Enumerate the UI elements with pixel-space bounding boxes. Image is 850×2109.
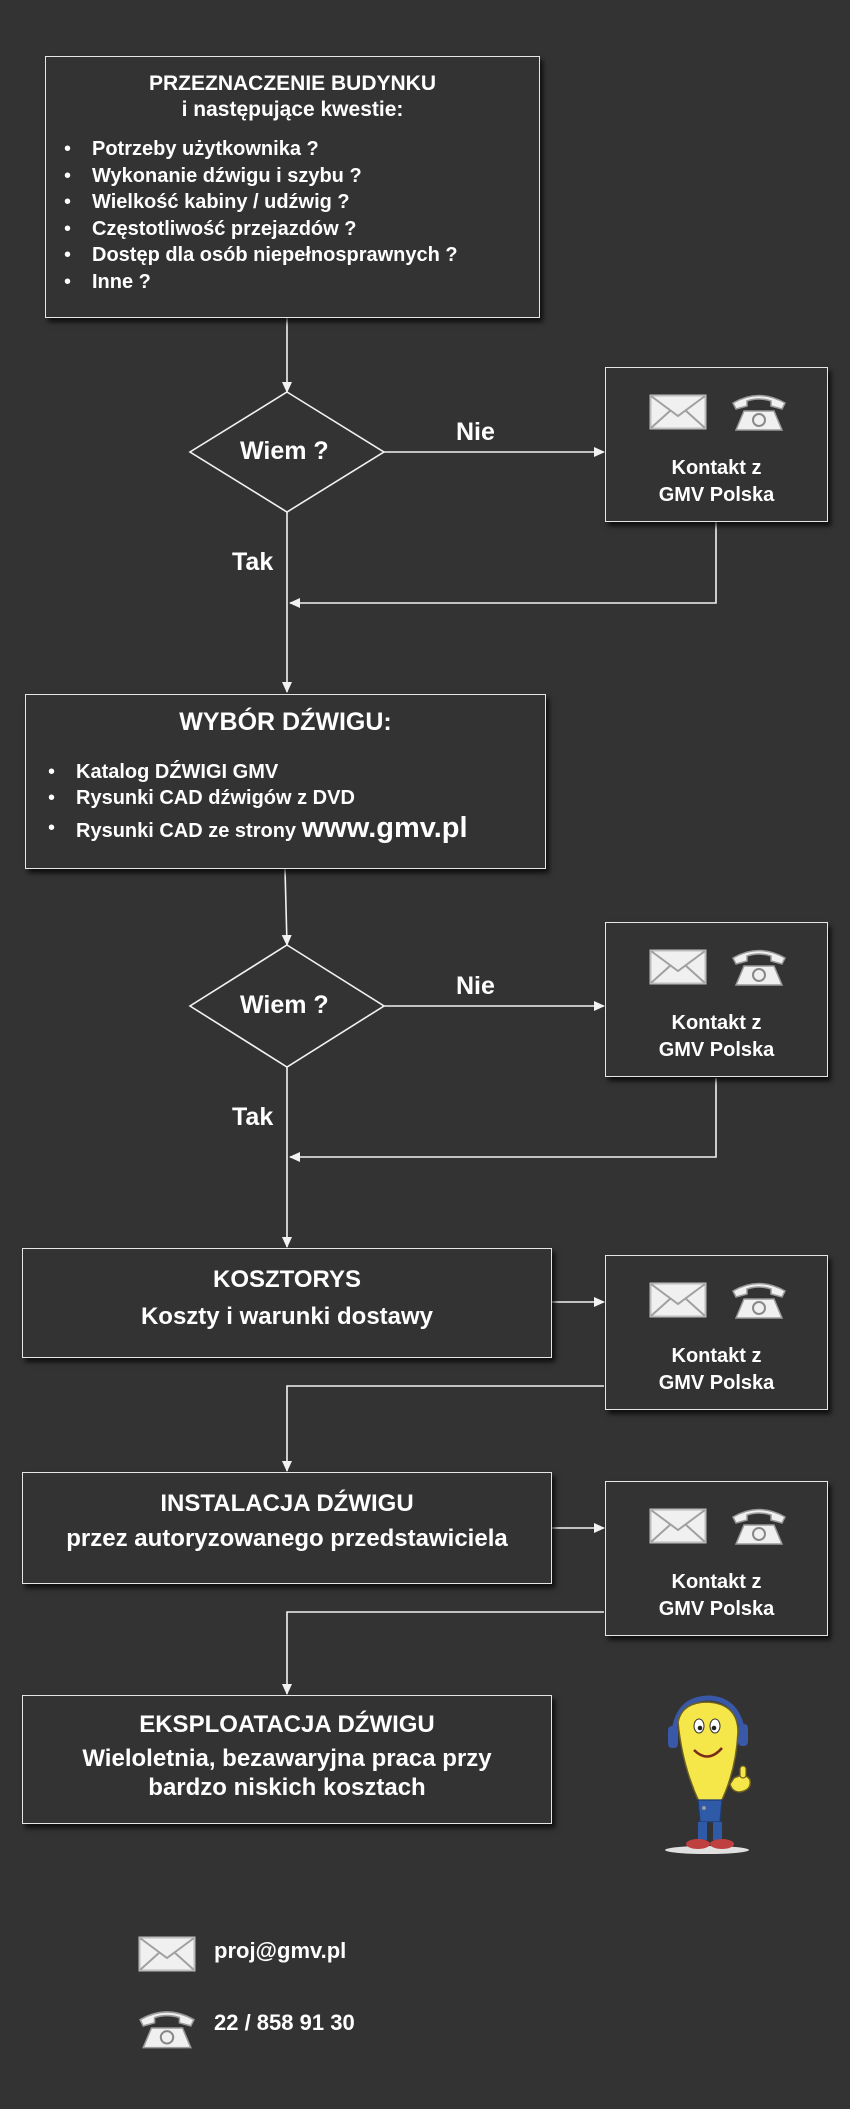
decision2-label: Wiem ? [240,991,329,1019]
list-item: Rysunki CAD dźwigów z DVD [48,785,545,811]
box3-title: KOSZTORYS [212,1266,362,1293]
box5-subtitle-line1: Wieloletnia, bezawaryjna praca przy [82,1745,492,1772]
contact-box: Kontakt z GMV Polska [605,367,828,522]
decision1-diamond [188,391,386,513]
lift-selection-box: WYBÓR DŹWIGU: Katalog DŹWIGI GMV Rysunki… [25,694,546,869]
contact-line2: GMV Polska [658,1039,775,1061]
box1-list: Potrzeby użytkownika ? Wykonanie dźwigu … [64,136,539,295]
list-item: Rysunki CAD ze strony www.gmv.pl [48,812,545,844]
box2-title: WYBÓR DŹWIGU: [179,708,392,736]
envelope-icon [649,1282,707,1318]
box5-subtitle-line2: bardzo niskich kosztach [148,1774,426,1801]
contact-box: Kontakt z GMV Polska [605,1255,828,1410]
arrow-contact2-return [289,1078,717,1162]
mascot-illustration [665,1695,752,1854]
decision2-diamond [188,944,386,1068]
footer-email[interactable]: proj@gmv.pl [214,1938,347,1963]
contact-box: Kontakt z GMV Polska [605,1481,828,1636]
decision2-yes-label: Tak [232,1103,274,1131]
box2-list: Katalog DŹWIGI GMV Rysunki CAD dźwigów z… [48,759,545,844]
list-item-text: Rysunki CAD ze strony [76,820,297,842]
envelope-icon [649,1508,707,1544]
arrow-contact4-to-box5 [282,1611,604,1695]
envelope-icon [649,949,707,985]
telephone-icon [732,949,786,986]
decision1-no-label: Nie [456,418,495,446]
contact-line1: Kontakt z [671,457,762,479]
decision1-yes-label: Tak [232,548,274,576]
contact-line2: GMV Polska [658,484,775,506]
list-item: Wielkość kabiny / udźwig ? [64,189,539,216]
decision1-label: Wiem ? [240,437,329,465]
website-link[interactable]: www.gmv.pl [301,812,468,844]
contact-line2: GMV Polska [658,1372,775,1394]
contact-line1: Kontakt z [671,1571,762,1593]
list-item: Częstotliwość przejazdów ? [64,216,539,243]
building-purpose-box: PRZEZNACZENIE BUDYNKU i następujące kwes… [45,56,540,318]
operation-box: EKSPLOATACJA DŹWIGU Wieloletnia, bezawar… [22,1695,552,1824]
arrow-contact1-return [289,522,717,608]
contact-line1: Kontakt z [671,1345,762,1367]
arrow-box2-to-decision2 [281,868,292,946]
box4-title: INSTALACJA DŹWIGU [160,1490,414,1517]
box1-subtitle: i następujące kwestie: [181,98,404,121]
installation-box: INSTALACJA DŹWIGU przez autoryzowanego p… [22,1472,552,1584]
footer-phone[interactable]: 22 / 858 91 30 [214,2010,355,2035]
box5-title: EKSPLOATACJA DŹWIGU [139,1711,435,1738]
telephone-icon [139,2011,195,2049]
box3-subtitle: Koszty i warunki dostawy [140,1303,434,1330]
contact-line2: GMV Polska [658,1598,775,1620]
list-item: Wykonanie dźwigu i szybu ? [64,163,539,190]
envelope-icon [138,1936,196,1972]
cost-estimate-box: KOSZTORYS Koszty i warunki dostawy [22,1248,552,1358]
list-item: Dostęp dla osób niepełnosprawnych ? [64,242,539,269]
box4-subtitle: przez autoryzowanego przedstawiciela [66,1525,508,1552]
list-item: Katalog DŹWIGI GMV [48,759,545,785]
envelope-icon [649,394,707,430]
contact-line1: Kontakt z [671,1012,762,1034]
list-item: Inne ? [64,269,539,296]
contact-box: Kontakt z GMV Polska [605,922,828,1077]
list-item: Potrzeby użytkownika ? [64,136,539,163]
telephone-icon [732,1282,786,1319]
box1-title: PRZEZNACZENIE BUDYNKU [148,72,436,95]
telephone-icon [732,394,786,431]
telephone-icon [732,1508,786,1545]
decision2-no-label: Nie [456,972,495,1000]
arrow-contact3-to-box4 [282,1385,604,1472]
